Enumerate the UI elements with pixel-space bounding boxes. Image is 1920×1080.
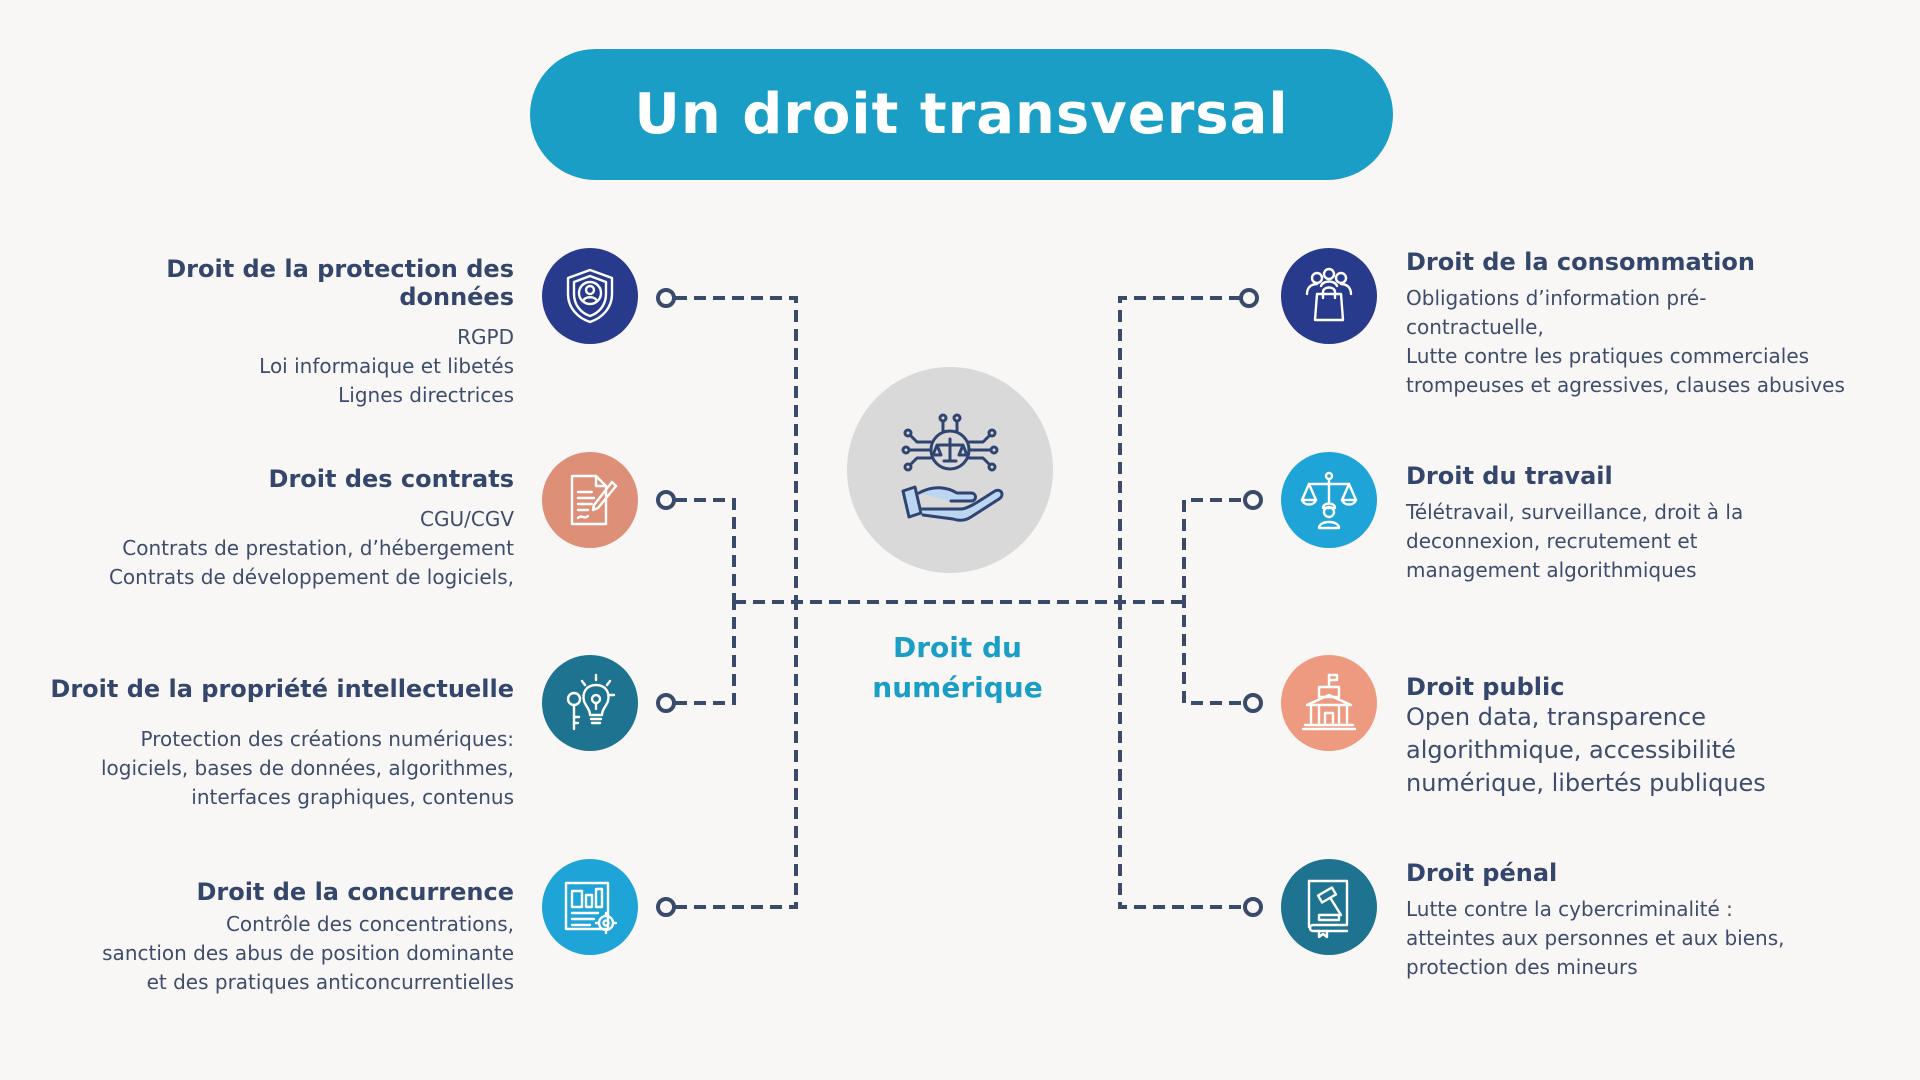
block-text: Open data, transparence algorithmique, a… (1406, 703, 1766, 797)
block-consommation: Droit de la consommation Obligations d’i… (1406, 248, 1906, 400)
center-label: Droit du numérique (872, 631, 1043, 704)
connector-protection-donnees (675, 296, 798, 602)
connector-dot (1243, 693, 1263, 713)
block-text: Télétravail, surveillance, droit à la de… (1406, 500, 1744, 582)
icon-circle-contrats (542, 452, 638, 548)
block-text: Contrôle des concentrations, sanction de… (102, 912, 514, 994)
icon-circle-travail (1281, 452, 1377, 548)
connector-travail (1182, 498, 1241, 602)
scales-worker-icon (1300, 471, 1358, 530)
block-text: Obligations d’information pré- contractu… (1406, 286, 1845, 397)
connector-propriete (675, 602, 736, 705)
icon-circle-penal (1281, 859, 1377, 955)
block-title: Droit de la propriété intellectuelle (50, 675, 514, 703)
block-title: Droit des contrats (268, 465, 514, 493)
block-text: Lutte contre la cybercriminalité : attei… (1406, 897, 1785, 979)
connector-dot (656, 288, 676, 308)
block-title: Droit du travail (1406, 462, 1613, 490)
icon-circle-consommation (1281, 248, 1377, 344)
gavel-book-icon (1307, 879, 1349, 939)
block-title: Droit de la protection des données (166, 255, 514, 311)
block-text: Protection des créations numériques: log… (100, 727, 514, 809)
block-contrats: Droit des contrats CGU/CGV Contrats de p… (44, 465, 514, 592)
block-text: CGU/CGV Contrats de prestation, d’héberg… (108, 507, 514, 589)
connector-penal (1118, 602, 1241, 909)
block-protection-donnees: Droit de la protection des données RGPD … (44, 255, 514, 410)
connector-dot (1239, 288, 1259, 308)
justice-circuit-hand-icon (901, 413, 1004, 522)
connector-public (1182, 602, 1241, 705)
block-title: Droit pénal (1406, 859, 1558, 887)
icon-circle-propriete (542, 655, 638, 751)
block-propriete: Droit de la propriété intellectuelle Pro… (44, 675, 514, 812)
block-title: Droit de la concurrence (196, 878, 514, 906)
market-document-gear-icon (564, 881, 618, 935)
connector-dot (1243, 490, 1263, 510)
contract-document-icon (570, 474, 618, 526)
block-text: RGPD Loi informaique et libetés Lignes d… (259, 325, 514, 407)
connector-contrats (675, 498, 736, 602)
block-penal: Droit pénal Lutte contre la cybercrimina… (1406, 859, 1886, 982)
block-travail: Droit du travail Télétravail, surveillan… (1406, 462, 1886, 585)
icon-circle-public (1281, 655, 1377, 751)
government-building-icon (1301, 673, 1357, 731)
icon-circle-concurrence (542, 859, 638, 955)
center-hub (847, 367, 1053, 573)
block-concurrence: Droit de la concurrence Contrôle des con… (44, 878, 514, 997)
block-title: Droit de la consommation (1406, 248, 1755, 276)
lightbulb-key-icon (566, 673, 616, 731)
connector-dot (656, 693, 676, 713)
icon-circle-protection-donnees (542, 248, 638, 344)
title-banner: Un droit transversal (530, 49, 1393, 180)
connector-consommation (1118, 296, 1241, 602)
block-public: Droit public Open data, transparence alg… (1406, 673, 1886, 800)
connector-concurrence (675, 602, 798, 909)
consumers-bag-icon (1305, 267, 1353, 322)
block-title: Droit public (1406, 673, 1565, 701)
connector-dot (656, 490, 676, 510)
connector-dot (1243, 897, 1263, 917)
page-title: Un droit transversal (634, 82, 1289, 147)
shield-user-icon (566, 268, 614, 324)
connector-dot (656, 897, 676, 917)
